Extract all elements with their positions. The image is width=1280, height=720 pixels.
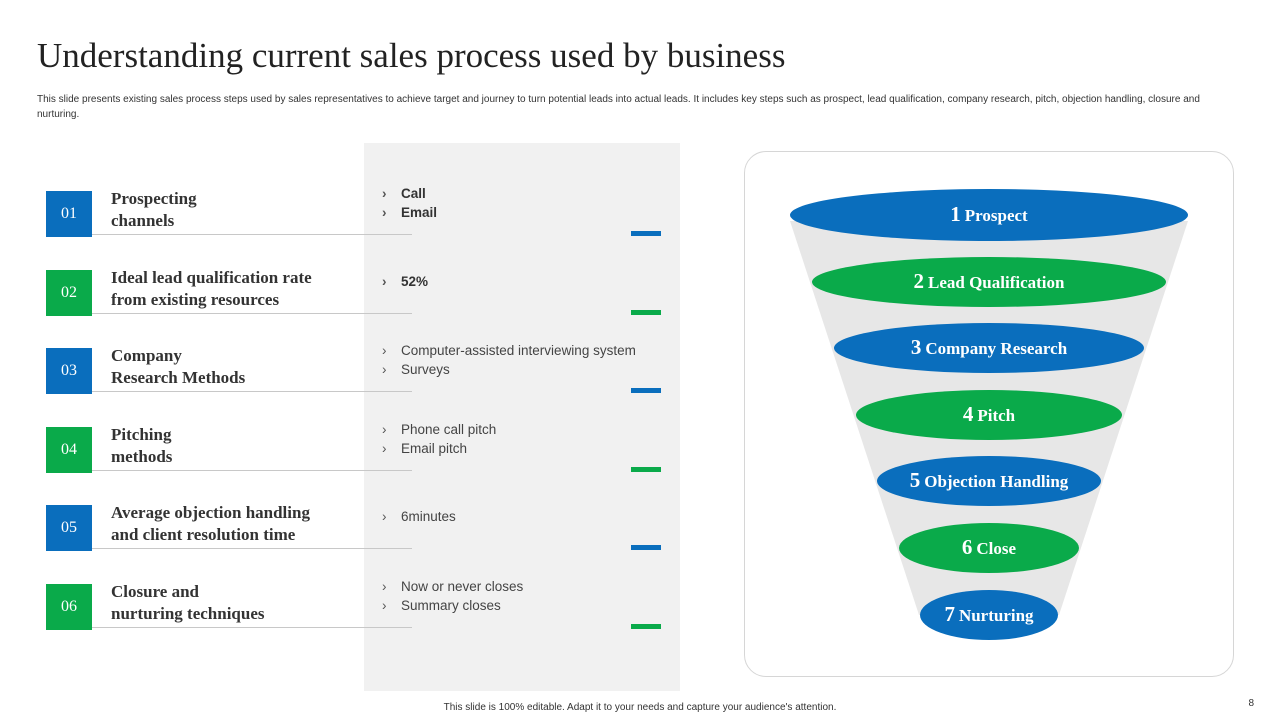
funnel-stage-number: 3 xyxy=(911,335,922,359)
step-detail-item: Surveys xyxy=(382,360,672,379)
funnel-stage-text: Close xyxy=(976,539,1016,558)
funnel-stage-7 xyxy=(920,590,1058,640)
funnel-stage-label: 6 Close xyxy=(962,535,1017,559)
step-detail-item: Computer-assisted interviewing system xyxy=(382,341,672,360)
funnel-stage-number: 6 xyxy=(962,535,973,559)
funnel-stage-text: Lead Qualification xyxy=(928,273,1065,292)
funnel-stage-text: Pitch xyxy=(977,406,1015,425)
funnel-stage-3 xyxy=(834,323,1144,373)
step-details-list: 52% xyxy=(382,272,672,291)
step-detail-item: Summary closes xyxy=(382,596,672,615)
step-title: Company Research Methods xyxy=(111,346,246,387)
funnel-stage-label: 1 Prospect xyxy=(950,202,1028,226)
funnel-stage-text: Objection Handling xyxy=(924,472,1069,491)
funnel-stage-2 xyxy=(812,257,1166,307)
step-detail-item: Phone call pitch xyxy=(382,420,672,439)
step-number-badge: 04 xyxy=(46,427,92,473)
step-divider xyxy=(92,234,412,235)
step-row-05: 05 Average objection handling and client … xyxy=(46,492,666,552)
step-divider xyxy=(92,313,412,314)
funnel-stage-number: 7 xyxy=(944,602,955,626)
funnel-stage-6 xyxy=(899,523,1079,573)
funnel-stage-5 xyxy=(877,456,1101,506)
step-divider xyxy=(92,391,412,392)
step-details-list: CallEmail xyxy=(382,184,672,222)
step-accent-bar xyxy=(631,231,661,236)
funnel-stage-number: 5 xyxy=(910,468,921,492)
step-detail-item: 6minutes xyxy=(382,507,672,526)
funnel-stage-text: Prospect xyxy=(965,206,1028,225)
step-number-badge: 05 xyxy=(46,505,92,551)
funnel-stage-text: Nurturing xyxy=(959,606,1034,625)
step-detail-item: Email pitch xyxy=(382,439,672,458)
step-details-list: Computer-assisted interviewing systemSur… xyxy=(382,341,672,379)
step-row-02: 02 Ideal lead qualification rate from exi… xyxy=(46,257,666,317)
funnel-stage-text: Company Research xyxy=(925,339,1067,358)
funnel-stage-label: 5 Objection Handling xyxy=(910,468,1069,492)
step-details-list: Phone call pitchEmail pitch xyxy=(382,420,672,458)
step-accent-bar xyxy=(631,310,661,315)
funnel-stage-number: 2 xyxy=(914,269,925,293)
funnel-stage-label: 3 Company Research xyxy=(911,335,1068,359)
step-details-list: 6minutes xyxy=(382,507,672,526)
slide-subtitle: This slide presents existing sales proce… xyxy=(37,94,1200,120)
funnel-stage-1 xyxy=(790,189,1188,241)
step-divider xyxy=(92,470,412,471)
funnel-stage-label: 7 Nurturing xyxy=(944,602,1034,626)
step-accent-bar xyxy=(631,388,661,393)
step-title: Pitching methods xyxy=(111,425,173,466)
step-detail-item: Email xyxy=(382,203,672,222)
step-accent-bar xyxy=(631,624,661,629)
slide-title: Understanding current sales process used… xyxy=(37,36,786,75)
step-number-badge: 06 xyxy=(46,584,92,630)
funnel-stage-number: 4 xyxy=(963,402,974,426)
step-title: Ideal lead qualification rate from exist… xyxy=(111,268,312,309)
step-details-list: Now or never closesSummary closes xyxy=(382,577,672,615)
step-divider xyxy=(92,627,412,628)
funnel-stage-label: 4 Pitch xyxy=(963,402,1016,426)
step-number-badge: 02 xyxy=(46,270,92,316)
funnel-stage-4 xyxy=(856,390,1122,440)
step-title: Closure and nurturing techniques xyxy=(111,582,265,623)
step-title: Average objection handling and client re… xyxy=(111,503,310,544)
step-divider xyxy=(92,548,412,549)
sales-funnel-diagram: 1 Prospect 2 Lead Qualification 3 Company … xyxy=(790,189,1188,640)
step-title: Prospecting channels xyxy=(111,189,197,230)
footer-note: This slide is 100% editable. Adapt it to… xyxy=(443,702,837,713)
step-number-badge: 01 xyxy=(46,191,92,237)
step-detail-item: 52% xyxy=(382,272,672,291)
funnel-stage-label: 2 Lead Qualification xyxy=(914,269,1066,293)
step-number-badge: 03 xyxy=(46,348,92,394)
step-detail-item: Call xyxy=(382,184,672,203)
step-accent-bar xyxy=(631,467,661,472)
funnel-stage-number: 1 xyxy=(950,202,961,226)
step-accent-bar xyxy=(631,545,661,550)
step-detail-item: Now or never closes xyxy=(382,577,672,596)
page-number: 8 xyxy=(1248,698,1254,709)
